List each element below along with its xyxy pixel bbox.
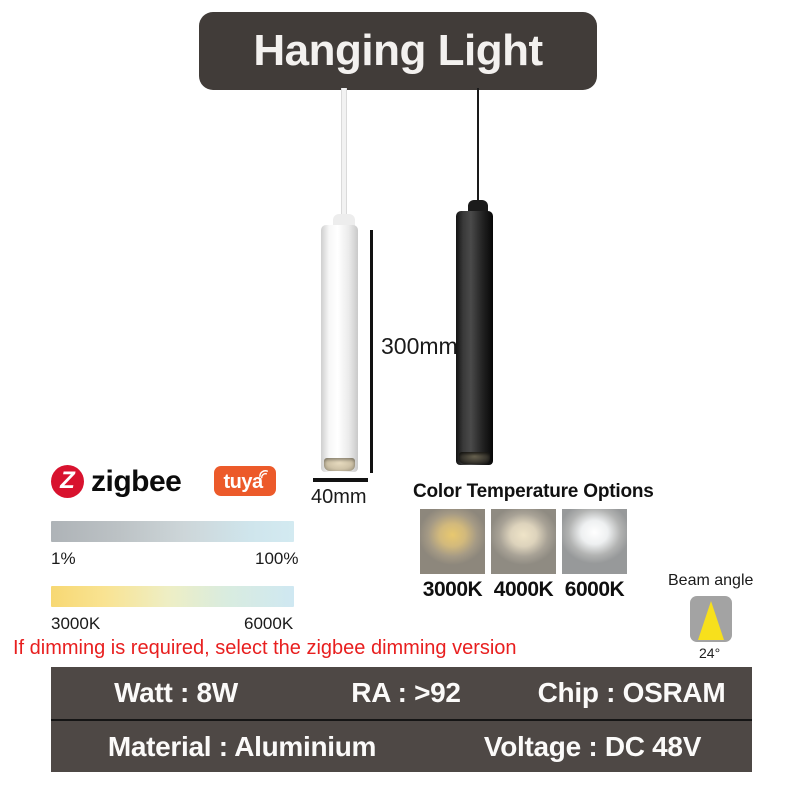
spec-watt: Watt : 8W: [114, 677, 238, 708]
spec-voltage: Voltage : DC 48V: [483, 730, 702, 762]
specification-table: Watt : 8W RA : >92 Chip : OSRAM Material…: [51, 667, 752, 772]
height-dimension-label: 300mm: [381, 333, 458, 359]
wifi-icon: [259, 470, 268, 479]
zigbee-logo: Z zigbee: [51, 464, 182, 498]
color-temperature-bar: [51, 586, 294, 607]
spec-ra: RA : >92: [351, 677, 461, 708]
spec-chip: Chip : OSRAM: [537, 677, 726, 708]
cct-swatch-6000k: [562, 509, 627, 574]
dimming-min-label: 1%: [51, 549, 76, 568]
height-dimension-line: [370, 230, 373, 473]
zigbee-wordmark: zigbee: [91, 464, 182, 498]
beam-angle-value: 24°: [699, 645, 721, 661]
black-lamp-led-emitter: [459, 452, 490, 464]
cct-min-label: 3000K: [51, 614, 101, 633]
color-temperature-swatches: 3000K 4000K 6000K: [420, 509, 627, 602]
black-lamp-cord: [477, 88, 479, 206]
beam-angle-icon: [690, 596, 732, 642]
diameter-dimension-line: [313, 478, 368, 482]
page-title: Hanging Light: [253, 26, 543, 75]
dimming-notice: If dimming is required, select the zigbe…: [13, 637, 517, 659]
white-lamp-led-emitter: [324, 458, 355, 471]
cct-option-3000k: 3000K: [420, 509, 485, 602]
light-cone-icon: [698, 601, 724, 640]
cct-swatch-label: 6000K: [564, 578, 625, 601]
cct-swatch-3000k: [420, 509, 485, 574]
white-lamp-cord: [341, 88, 347, 220]
beam-angle-title: Beam angle: [668, 572, 754, 589]
cct-swatch-label: 4000K: [493, 578, 554, 601]
cct-max-label: 6000K: [244, 614, 294, 633]
spec-row: Material : Aluminium Voltage : DC 48V: [51, 719, 752, 772]
spec-material: Material : Aluminium: [107, 730, 377, 762]
spec-row: Watt : 8W RA : >92 Chip : OSRAM: [51, 667, 752, 719]
cct-option-4000k: 4000K: [491, 509, 556, 602]
title-banner: Hanging Light: [199, 12, 597, 90]
color-temperature-heading: Color Temperature Options: [413, 481, 654, 502]
tuya-wordmark: tuya: [223, 471, 263, 493]
zigbee-icon: Z: [51, 465, 84, 498]
zigbee-icon-letter: Z: [60, 466, 75, 494]
cct-option-6000k: 6000K: [562, 509, 627, 602]
dimming-range-bar: [51, 521, 294, 542]
diameter-dimension-label: 40mm: [311, 486, 367, 508]
white-pendant-lamp: [321, 225, 358, 472]
dimming-max-label: 100%: [255, 549, 299, 568]
cct-swatch-4000k: [491, 509, 556, 574]
tuya-logo: tuya: [214, 466, 276, 496]
black-pendant-lamp: [456, 211, 493, 465]
cct-swatch-label: 3000K: [422, 578, 483, 601]
